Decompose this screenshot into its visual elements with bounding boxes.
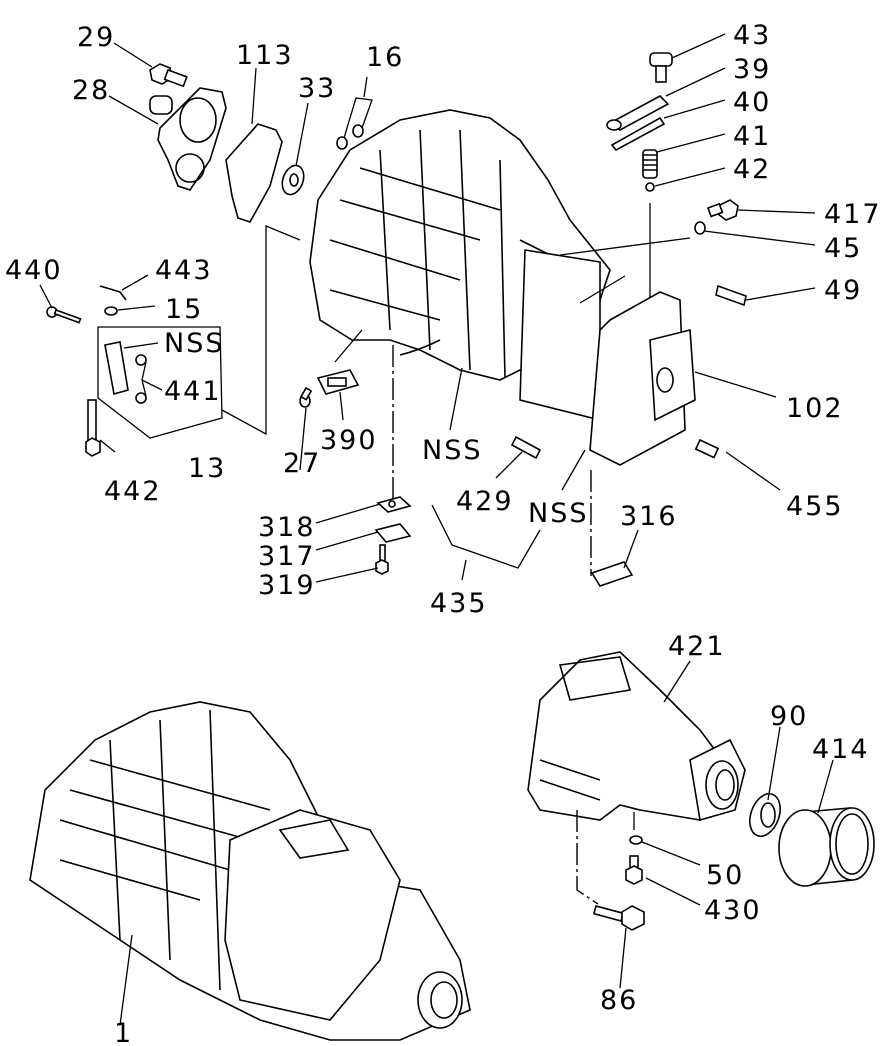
part-390-gasket: [316, 369, 360, 395]
callout-113: 113: [236, 40, 294, 71]
part-455-bolt: [694, 438, 720, 459]
callout-nss-case: NSS: [422, 435, 483, 466]
callout-50: 50: [706, 860, 745, 891]
part-1-assembled-transmission: [29, 701, 471, 1041]
callout-441: 441: [164, 376, 222, 407]
part-16-dowels: [336, 97, 373, 150]
part-49-pin: [715, 284, 747, 307]
leader-lines: [39, 33, 834, 1026]
part-113-gasket: [225, 123, 283, 223]
callout-421: 421: [668, 631, 726, 662]
part-29-bolt: [149, 63, 188, 88]
part-429-pin: [510, 435, 542, 460]
part-33-seal: [281, 164, 305, 196]
callout-443: 443: [155, 255, 213, 286]
callout-390: 390: [320, 425, 378, 456]
callout-41: 41: [733, 121, 772, 152]
part-43-bolt: [649, 52, 673, 83]
part-442-bolt: [85, 399, 101, 457]
part-430-plug: [625, 855, 643, 885]
part-50-washer: [629, 835, 643, 845]
assembly-13-bracket: [97, 326, 223, 439]
part-316-block: [590, 561, 634, 587]
part-414-dust-cover: [778, 807, 875, 887]
part-319-bolt: [375, 544, 389, 575]
part-90-seal: [749, 792, 781, 838]
main-transmission-case: [309, 109, 611, 422]
callout-16: 16: [366, 42, 405, 73]
callout-319: 319: [258, 570, 316, 601]
part-42-ball: [645, 182, 655, 192]
part-41-spring: [642, 149, 658, 179]
callout-455: 455: [786, 491, 844, 522]
callout-90: 90: [770, 701, 809, 732]
adapter-plate: [589, 291, 696, 466]
leader: [221, 225, 301, 436]
callout-414: 414: [812, 734, 870, 765]
callout-nss-plate: NSS: [528, 498, 589, 529]
part-318-plate: [376, 496, 412, 513]
alignment-line: [576, 810, 599, 905]
callout-49: 49: [824, 275, 863, 306]
callout-28: 28: [72, 75, 111, 106]
part-45-oring: [694, 221, 706, 235]
part-441-bracket: [104, 341, 147, 404]
callout-86: 86: [600, 985, 639, 1016]
callout-nss-bracket: NSS: [164, 328, 225, 359]
callout-317: 317: [258, 541, 316, 572]
part-317-plate: [374, 523, 412, 543]
callout-435: 435: [430, 588, 488, 619]
part-28-cover: [149, 87, 227, 191]
part-421-extension-housing: [527, 651, 746, 822]
part-86-bolt: [592, 905, 645, 931]
callout-15: 15: [165, 294, 204, 325]
part-27-bolt: [299, 386, 313, 408]
callout-316: 316: [620, 501, 678, 532]
callout-429: 429: [456, 486, 514, 517]
callout-33: 33: [298, 73, 337, 104]
part-443-clip: [99, 285, 127, 301]
part-39-lever: [606, 95, 670, 131]
leader: [579, 275, 626, 304]
callout-442: 442: [104, 476, 162, 507]
callout-45: 45: [824, 233, 863, 264]
part-417-plug: [706, 199, 739, 221]
callout-102: 102: [786, 393, 844, 424]
callout-1: 1: [114, 1018, 134, 1046]
callout-42: 42: [733, 154, 772, 185]
part-15-washer: [104, 306, 118, 316]
callout-13: 13: [188, 453, 227, 484]
callout-430: 430: [704, 895, 762, 926]
part-440-bolt: [46, 306, 82, 324]
leader: [559, 237, 691, 256]
callout-39: 39: [733, 54, 772, 85]
callout-40: 40: [733, 87, 772, 118]
callout-318: 318: [258, 512, 316, 543]
callout-440: 440: [5, 255, 63, 286]
callout-417: 417: [824, 199, 882, 230]
callout-43: 43: [733, 20, 772, 51]
part-40-lever: [610, 116, 666, 152]
callout-27: 27: [283, 448, 322, 479]
callout-29: 29: [77, 22, 116, 53]
